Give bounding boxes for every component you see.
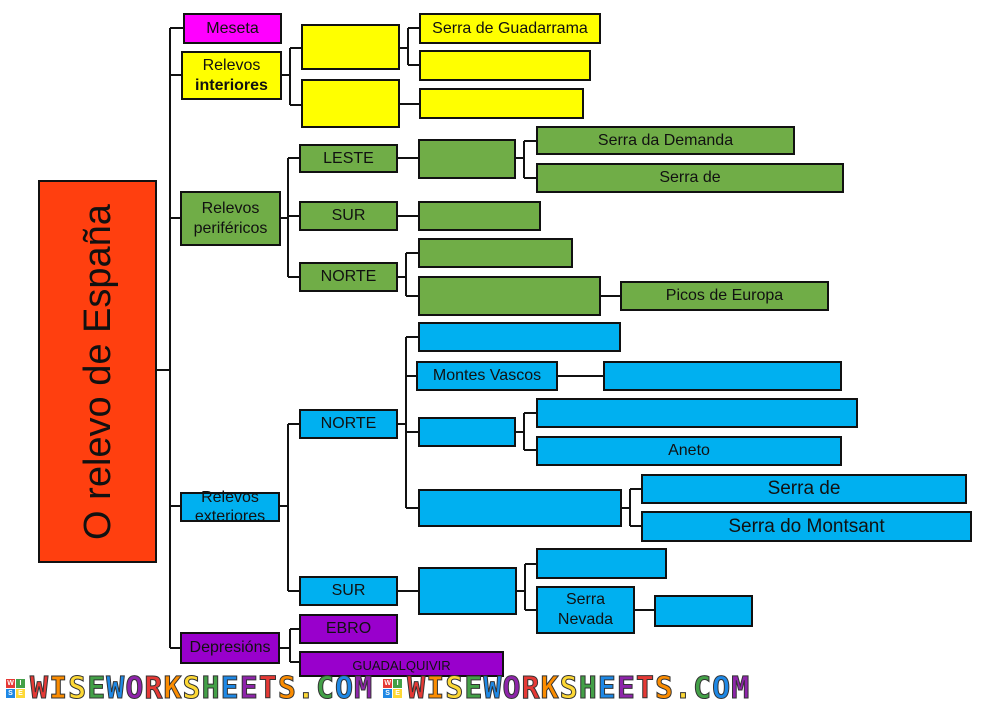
logo-letter: E [16,688,25,698]
depresions-box: Depresións [180,632,280,664]
interior-blank-1 [301,24,400,70]
relevos-perifericos-label-2: periféricos [193,219,268,237]
logo-letter: E [393,688,403,698]
exterior-blank-2 [418,417,516,447]
logo-letter: W [6,678,15,688]
demanda-box: Serra da Demanda [536,126,795,155]
exterior-norte-label: NORTE [320,415,377,432]
wise-logo-icon: W I S E [6,678,26,699]
relevos-interiores-label-2: interiores [195,76,268,94]
montes-vascos-blank [603,361,842,391]
main-title: O relevo de España [76,203,119,540]
serra-nevada-label-2: Nevada [557,611,614,628]
guadalquivir-label: GUADALQUIVIR [352,658,451,673]
exterior-sur-blank [418,567,517,615]
exterior-serra-de-box: Serra de [641,474,967,504]
aneto-box: Aneto [536,436,842,466]
relevos-interiores-box: Relevos interiores [181,51,282,100]
ebro-box: EBRO [299,614,398,644]
brand-text-2: WISEWORKSHEETS.COM [407,671,751,707]
picos-box: Picos de Europa [620,281,829,311]
brand-text-1: WISEWORKSHEETS.COM [29,671,374,707]
guadarrama-box: Serra de Guadarrama [419,13,601,44]
footer-watermark: W I S E WISEWORKSHEETS.COM W I S E WISEW… [0,670,1000,707]
relevos-exteriores-box: Relevos exteriores [180,489,280,525]
periferico-leste-label: LESTE [323,149,374,167]
picos-label: Picos de Europa [665,287,784,304]
meseta-box: Meseta [183,13,282,44]
relevos-exteriores-label-2: exteriores [194,508,266,525]
exterior-norte-box: NORTE [299,409,398,439]
exterior-blank-4 [418,489,622,527]
brand-text-2-content: WISEWORKSHEETS.COM [407,671,751,707]
logo-letter: I [393,678,403,688]
interior-blank-3 [419,50,591,81]
logo-letter: S [6,688,15,698]
exterior-serra-de-label: Serra de [767,478,841,499]
relevos-interiores-label-1: Relevos [202,56,261,74]
logo-letter: I [16,678,25,688]
montsant-label: Serra do Montsant [728,515,885,537]
montes-vascos-label: Montes Vascos [432,367,542,384]
periferico-serra-de-box: Serra de [536,163,844,193]
periferico-norte-label: NORTE [320,268,377,285]
periferico-leste-box: LESTE [299,144,398,173]
relevos-perifericos-box: Relevos periféricos [180,191,281,246]
leste-blank [418,139,516,179]
periferico-norte-box: NORTE [299,262,398,292]
periferico-sur-box: SUR [299,201,398,231]
guadarrama-label: Serra de Guadarrama [432,19,588,37]
serra-nevada-label-1: Serra [565,591,606,608]
exterior-sur-label: SUR [331,582,366,599]
exterior-blank-1 [418,322,621,352]
wise-logo-icon: W I S E [383,678,403,699]
main-title-box: O relevo de España [38,180,157,563]
relevos-exteriores-label-1: Relevos [201,489,259,506]
logo-letter: S [383,688,393,698]
exterior-blank-3 [536,398,858,428]
sur-blank [418,201,541,231]
norte-blank-1 [418,238,573,268]
exterior-sur-box: SUR [299,576,398,606]
brand-text-1-content: WISEWORKSHEETS.COM [29,671,374,707]
serra-nevada-blank [654,595,753,627]
periferico-serra-de-label: Serra de [659,169,721,186]
meseta-label: Meseta [206,19,259,37]
interior-blank-4 [419,88,584,119]
norte-blank-2 [418,276,601,316]
periferico-sur-label: SUR [331,207,366,224]
guadalquivir-box: GUADALQUIVIR [299,651,504,677]
relevos-perifericos-label-1: Relevos [201,199,260,217]
logo-letter: W [383,678,393,688]
serra-nevada-box: Serra Nevada [536,586,635,634]
montsant-box: Serra do Montsant [641,511,972,542]
aneto-label: Aneto [668,442,710,459]
exterior-blank-5 [536,548,667,579]
depresions-label: Depresións [189,639,271,656]
ebro-label: EBRO [325,620,372,637]
interior-blank-2 [301,79,400,128]
montes-vascos-box: Montes Vascos [416,361,558,391]
demanda-label: Serra da Demanda [597,131,734,149]
